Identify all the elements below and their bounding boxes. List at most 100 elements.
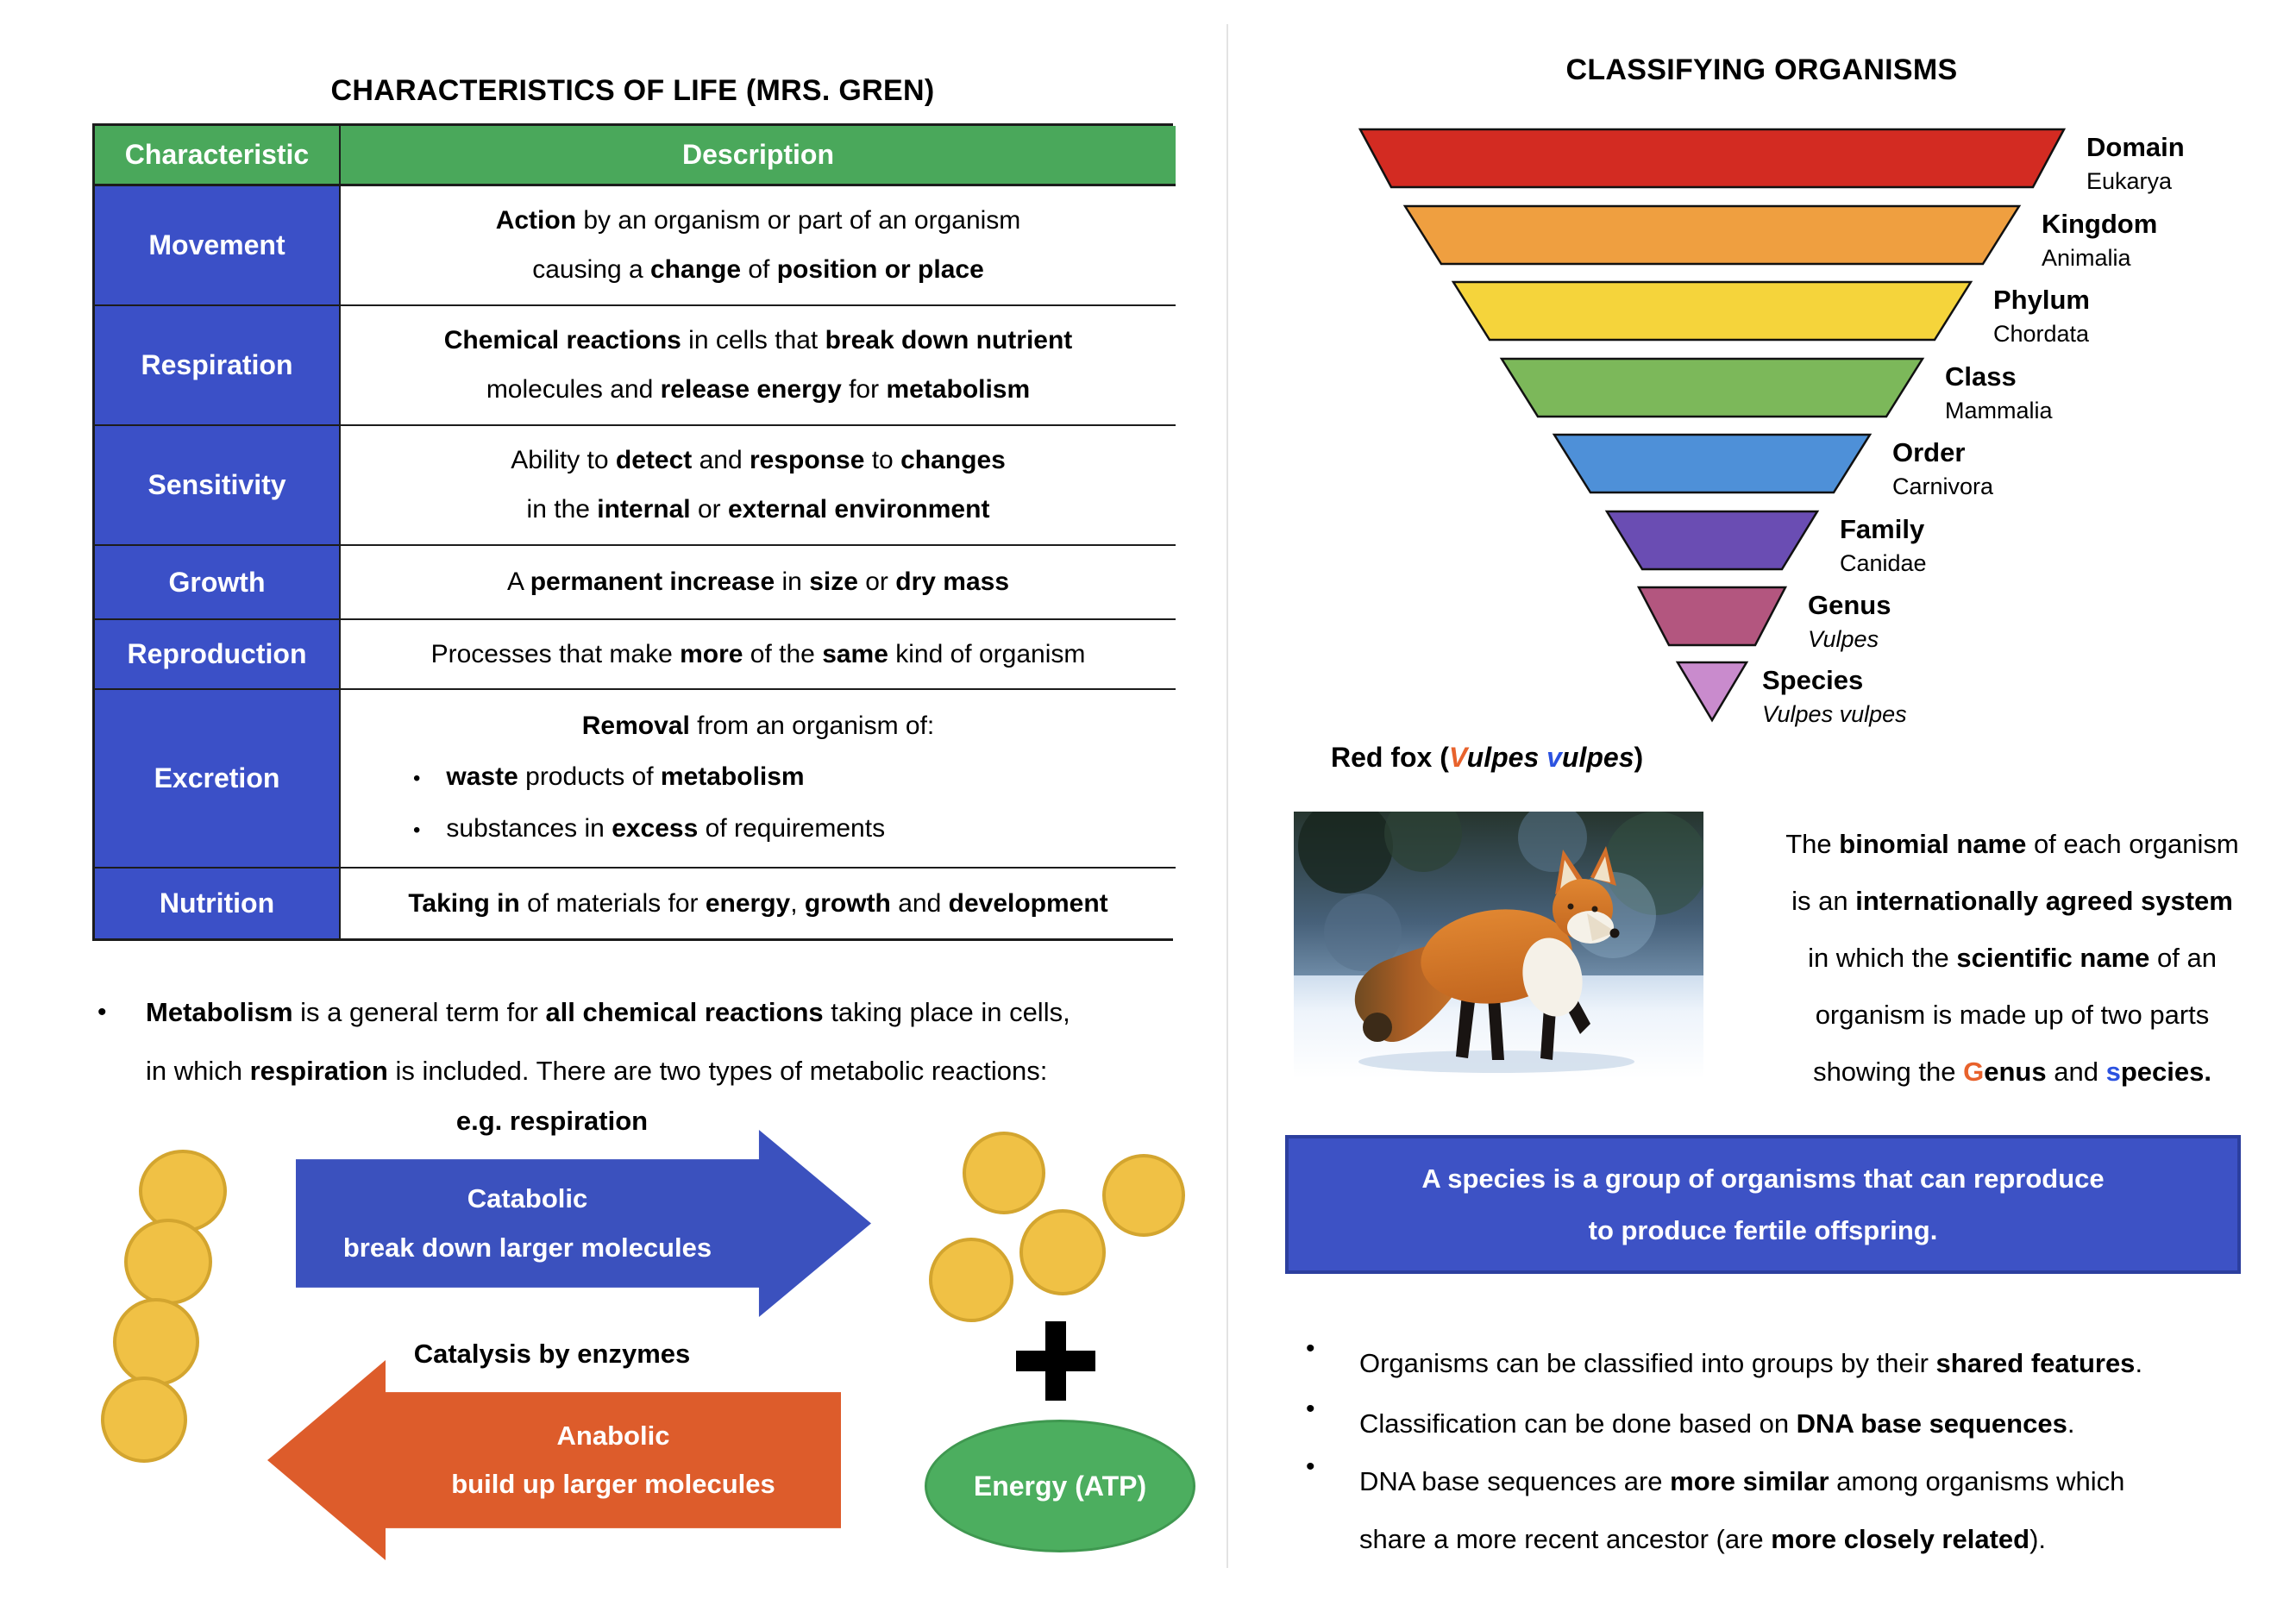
funnel-level-domain <box>1358 128 2067 189</box>
taxon-example: Vulpes <box>1808 626 1879 652</box>
taxon-example: Eukarya <box>2086 168 2173 194</box>
row-description-nutrition: Taking in of materials for energy, growt… <box>341 869 1176 938</box>
row-label-excretion: Excretion <box>95 690 341 869</box>
description-line: Ability to detect and response to change… <box>511 446 1006 475</box>
taxon-rank: Kingdom <box>2042 209 2158 239</box>
bullet-icon: • <box>1306 1452 1315 1481</box>
binomial-line-1: The binomial name of each organism <box>1785 829 2239 859</box>
catalysis-label: Catalysis by enzymes <box>413 1339 691 1369</box>
anabolic-arrow-text: Anabolic build up larger molecules <box>386 1418 841 1502</box>
description-line: molecules and release energy for metabol… <box>486 374 1031 404</box>
taxon-example: Canidae <box>1840 550 1927 576</box>
taxon-rank: Order <box>1892 437 1966 467</box>
bullet-icon: • <box>1306 1334 1315 1363</box>
molecule-circle-free <box>1019 1209 1106 1295</box>
description-line: in the internal or external environment <box>526 494 990 524</box>
characteristics-table: Characteristic Description Movement Actio… <box>92 123 1176 941</box>
catabolic-line-2: break down larger molecules <box>342 1232 712 1263</box>
row-label-respiration: Respiration <box>95 306 341 426</box>
row-label-movement: Movement <box>95 186 341 306</box>
taxon-rank: Family <box>1840 514 1925 544</box>
molecule-circle-stack <box>113 1298 199 1386</box>
taxon-rank: Phylum <box>1993 285 2090 315</box>
funnel-level-family <box>1604 510 1820 571</box>
species-box-line-2: to produce fertile offspring. <box>1588 1214 1938 1245</box>
metabolism-note-line-2: in which respiration is included. There … <box>146 1056 1048 1086</box>
row-description-reproduction: Processes that make more of the same kin… <box>341 620 1176 690</box>
taxon-rank: Species <box>1762 665 1864 695</box>
description-line: Taking in of materials for energy, growt… <box>408 888 1108 918</box>
molecule-circle-stack <box>139 1150 227 1232</box>
binomial-line-3: in which the scientific name of an <box>1808 943 2217 973</box>
species-definition-box: A species is a group of organisms that c… <box>1285 1135 2241 1274</box>
row-description-growth: A permanent increase in size or dry mass <box>341 546 1176 620</box>
funnel-level-kingdom <box>1402 204 2022 266</box>
species-box-line-1: A species is a group of organisms that c… <box>1421 1163 2105 1194</box>
bullet-text-line: DNA base sequences are more similar amon… <box>1359 1466 2125 1496</box>
classification-bullet-3: • DNA base sequences are more similar amo… <box>1294 1452 2294 1568</box>
taxon-example: Chordata <box>1993 321 2090 347</box>
red-fox-photo <box>1294 812 1703 1079</box>
row-label-growth: Growth <box>95 546 341 620</box>
bullet-icon: • <box>97 998 107 1026</box>
table-header-description: Description <box>341 126 1176 186</box>
row-description-sensitivity: Ability to detect and response to change… <box>341 426 1176 546</box>
right-section-title: CLASSIFYING ORGANISMS <box>1565 53 1958 86</box>
row-label-sensitivity: Sensitivity <box>95 426 341 546</box>
funnel-level-phylum <box>1451 280 1973 342</box>
description-line: Processes that make more of the same kin… <box>430 639 1086 668</box>
anabolic-line-1: Anabolic <box>556 1420 670 1451</box>
taxon-example: Animalia <box>2042 245 2131 271</box>
description-bullet-line: •substances in excess of requirements <box>413 812 1164 848</box>
binomial-line-5: showing the Genus and species. <box>1813 1057 2211 1087</box>
catabolic-line-1: Catabolic <box>467 1183 588 1214</box>
taxon-example: Mammalia <box>1945 398 2053 423</box>
description-line: A permanent increase in size or dry mass <box>506 568 1010 596</box>
energy-atp-label: Energy (ATP) <box>973 1470 1147 1502</box>
molecule-circle-free <box>963 1132 1045 1214</box>
funnel-level-genus <box>1636 586 1788 647</box>
plus-icon <box>1016 1321 1095 1401</box>
binomial-line-4: organism is made up of two parts <box>1815 1000 2210 1030</box>
binomial-description: The binomial name of each organism is an … <box>1734 816 2291 1101</box>
description-bullet-line: •waste products of metabolism <box>413 760 1164 796</box>
funnel-level-class <box>1499 357 1925 418</box>
bullet-text-line: share a more recent ancestor (are more c… <box>1359 1524 2047 1554</box>
bullet-icon: • <box>413 818 421 842</box>
table-header-characteristic: Characteristic <box>95 126 341 186</box>
molecule-circle-free <box>929 1238 1013 1322</box>
red-fox-heading: Red fox (Vulpes vulpes) <box>1331 742 1644 773</box>
energy-atp-ellipse: Energy (ATP) <box>925 1420 1195 1552</box>
row-description-respiration: Chemical reactions in cells that break d… <box>341 306 1176 426</box>
bullet-text-line: Classification can be done based on DNA … <box>1359 1408 2075 1439</box>
binomial-line-2: is an internationally agreed system <box>1791 886 2233 916</box>
anabolic-arrow: Anabolic build up larger molecules <box>267 1360 841 1560</box>
eg-respiration-label: e.g. respiration <box>455 1106 649 1136</box>
classification-bullet-1: • Organisms can be classified into groups… <box>1294 1334 2294 1392</box>
row-description-movement: Action by an organism or part of an orga… <box>341 186 1176 306</box>
metabolism-note: • Metabolism is a general term for all c… <box>92 983 1188 1101</box>
description-line: causing a change of position or place <box>532 254 984 284</box>
catabolic-arrow: Catabolic break down larger molecules <box>296 1130 871 1317</box>
funnel-level-species <box>1675 661 1749 723</box>
molecule-circle-stack <box>101 1377 187 1463</box>
taxon-example: Carnivora <box>1892 473 1994 499</box>
bullet-text-line: Organisms can be classified into groups … <box>1359 1348 2143 1378</box>
molecule-circle-free <box>1102 1154 1185 1237</box>
bullet-icon: • <box>413 766 421 790</box>
catabolic-arrow-text: Catabolic break down larger molecules <box>296 1181 759 1266</box>
taxon-rank: Class <box>1945 361 2017 392</box>
taxon-rank: Genus <box>1808 590 1891 620</box>
row-label-nutrition: Nutrition <box>95 869 341 938</box>
classification-bullet-2: •Classification can be done based on DNA… <box>1294 1395 2294 1452</box>
description-line: Action by an organism or part of an orga… <box>495 206 1021 235</box>
